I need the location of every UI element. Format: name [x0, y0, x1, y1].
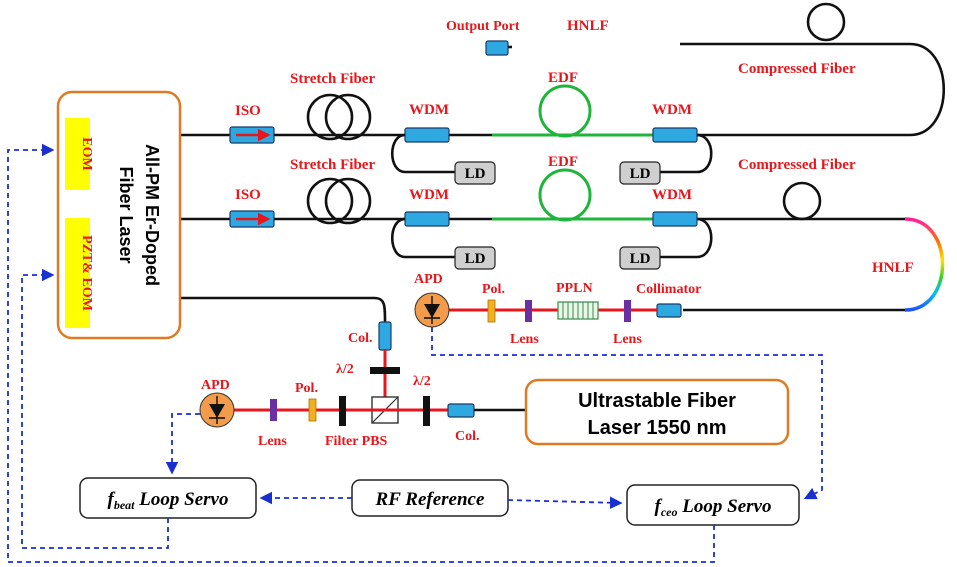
- component-labels: Output Port HNLF Compressed Fiber Stretc…: [201, 18, 914, 449]
- edf-bottom-coil-icon: [538, 168, 592, 222]
- servo-boxes: fbeat Loop Servo RF Reference fceo Loop …: [79, 477, 800, 526]
- apd-left-label: APD: [201, 378, 230, 393]
- edf-top-coil-icon: [538, 84, 592, 138]
- output-port-icon: [485, 40, 509, 56]
- eom-highlight: [65, 118, 90, 190]
- pol-left-label: Pol.: [295, 381, 318, 396]
- fceo-detection: [414, 292, 682, 328]
- hnlf-top-label: HNLF: [567, 18, 609, 34]
- ld-box: [454, 246, 496, 270]
- pump-fiber-left: [391, 133, 455, 174]
- lens-right-2-icon: [624, 300, 631, 322]
- rf-to-fceo-arrow: [507, 496, 623, 510]
- filter-icon: [339, 396, 346, 426]
- hnlf-bottom-fiber: [904, 217, 945, 312]
- edf-bottom-label: EDF: [548, 154, 578, 170]
- wdm-bottom-left-label: WDM: [409, 187, 449, 203]
- fceo-servo-box: [626, 484, 800, 526]
- compressed-fiber-top-path: [680, 42, 946, 137]
- polarizer-right-icon: [487, 299, 496, 323]
- ppln-label: PPLN: [556, 281, 593, 296]
- wdm-bottom-right-label: WDM: [652, 187, 692, 203]
- filter-pbs-label: Filter PBS: [325, 434, 388, 449]
- laser-source-subtitle: Fiber Laser: [116, 166, 136, 263]
- compressed-fiber-coil-bottom-icon: [782, 181, 822, 221]
- lens-left-icon: [270, 399, 277, 421]
- fbeat-servo-label: fbeat Loop Servo: [108, 489, 229, 512]
- laser-source-title: All-PM Er-Doped: [142, 144, 162, 286]
- col-top-icon: [378, 321, 392, 351]
- pzt-eom-highlight: [65, 218, 90, 328]
- ld-label: LD: [630, 166, 651, 182]
- ppln-stripes: [562, 302, 594, 319]
- apd-right-label: APD: [414, 272, 443, 287]
- iso-bottom-label: ISO: [235, 187, 261, 203]
- half-wave-1-label: λ/2: [336, 362, 354, 377]
- col-bottom-icon: [447, 403, 475, 418]
- wdm-bottom-left-icon: [404, 211, 450, 227]
- collimator-label: Collimator: [636, 282, 701, 297]
- wdm-top-left-icon: [404, 127, 450, 143]
- pump-fiber-right: [660, 217, 713, 259]
- collimator-icon: [656, 303, 682, 318]
- lens-right-1-label: Lens: [510, 332, 539, 347]
- col-bottom-label: Col.: [455, 429, 480, 444]
- compressed-fiber-bottom-label: Compressed Fiber: [738, 157, 856, 173]
- ld-label: LD: [465, 251, 486, 267]
- ld-box: [454, 161, 496, 185]
- ld-boxes: LD LD LD LD: [454, 161, 661, 270]
- compressed-fiber-top-label: Compressed Fiber: [738, 61, 856, 77]
- rf-reference-label: RF Reference: [375, 489, 485, 510]
- apd-right-to-fceo-arrow: [431, 327, 823, 500]
- wdm-top-right-icon: [652, 127, 698, 143]
- stretch-fiber-coil-icon: [306, 93, 354, 141]
- fbeat-detection: [180, 296, 526, 428]
- eom-label: EOM: [79, 137, 94, 170]
- bottom-branch: [180, 168, 945, 312]
- output-port-label: Output Port: [446, 19, 520, 34]
- lens-right-2-label: Lens: [613, 332, 642, 347]
- polarizer-left-icon: [308, 398, 317, 422]
- wdm-top-right-label: WDM: [652, 102, 692, 118]
- pol-right-label: Pol.: [482, 282, 505, 297]
- ld-label: LD: [630, 251, 651, 267]
- stretch-fiber-coil-icon: [324, 93, 372, 141]
- apd-left-to-fbeat-arrow: [165, 413, 200, 475]
- fceo-servo-label: fceo Loop Servo: [655, 496, 772, 519]
- stretch-fiber-coil-icon: [324, 177, 372, 225]
- hnlf-bottom-label: HNLF: [872, 260, 914, 276]
- top-branch: [180, 2, 946, 174]
- col-top-label: Col.: [348, 331, 373, 346]
- ld-label: LD: [465, 166, 486, 182]
- wdm-bottom-right-icon: [652, 211, 698, 227]
- stretch-fiber-coil-icon: [306, 177, 354, 225]
- ld-box: [619, 246, 661, 270]
- ultrastable-line1: Ultrastable Fiber: [578, 390, 736, 412]
- stretch-fiber-top-label: Stretch Fiber: [290, 71, 375, 87]
- lens-left-label: Lens: [258, 434, 287, 449]
- pump-fiber-left: [391, 217, 455, 259]
- laser-source-box: EOM PZT& EOM All-PM Er-Doped Fiber Laser: [56, 90, 182, 340]
- compressed-fiber-coil-top-icon: [806, 2, 846, 42]
- fiber-to-collimator: [180, 296, 387, 323]
- half-wave-plate-2-icon: [423, 396, 430, 426]
- edf-top-label: EDF: [548, 70, 578, 86]
- half-wave-2-label: λ/2: [413, 374, 431, 389]
- iso-top-label: ISO: [235, 103, 261, 119]
- stretch-fiber-bottom-label: Stretch Fiber: [290, 157, 375, 173]
- ld-box: [619, 161, 661, 185]
- wdm-top-left-label: WDM: [409, 102, 449, 118]
- control-lines: [7, 143, 823, 563]
- half-wave-plate-1-icon: [370, 367, 400, 374]
- fceo-to-eom-arrow: [7, 143, 715, 563]
- lens-right-1-icon: [525, 300, 532, 322]
- fbeat-to-pzt-arrow: [21, 268, 169, 549]
- ultrastable-laser-box: Ultrastable Fiber Laser 1550 nm: [524, 378, 790, 446]
- ultrastable-line2: Laser 1550 nm: [588, 417, 727, 439]
- pzt-eom-label: PZT& EOM: [79, 235, 94, 311]
